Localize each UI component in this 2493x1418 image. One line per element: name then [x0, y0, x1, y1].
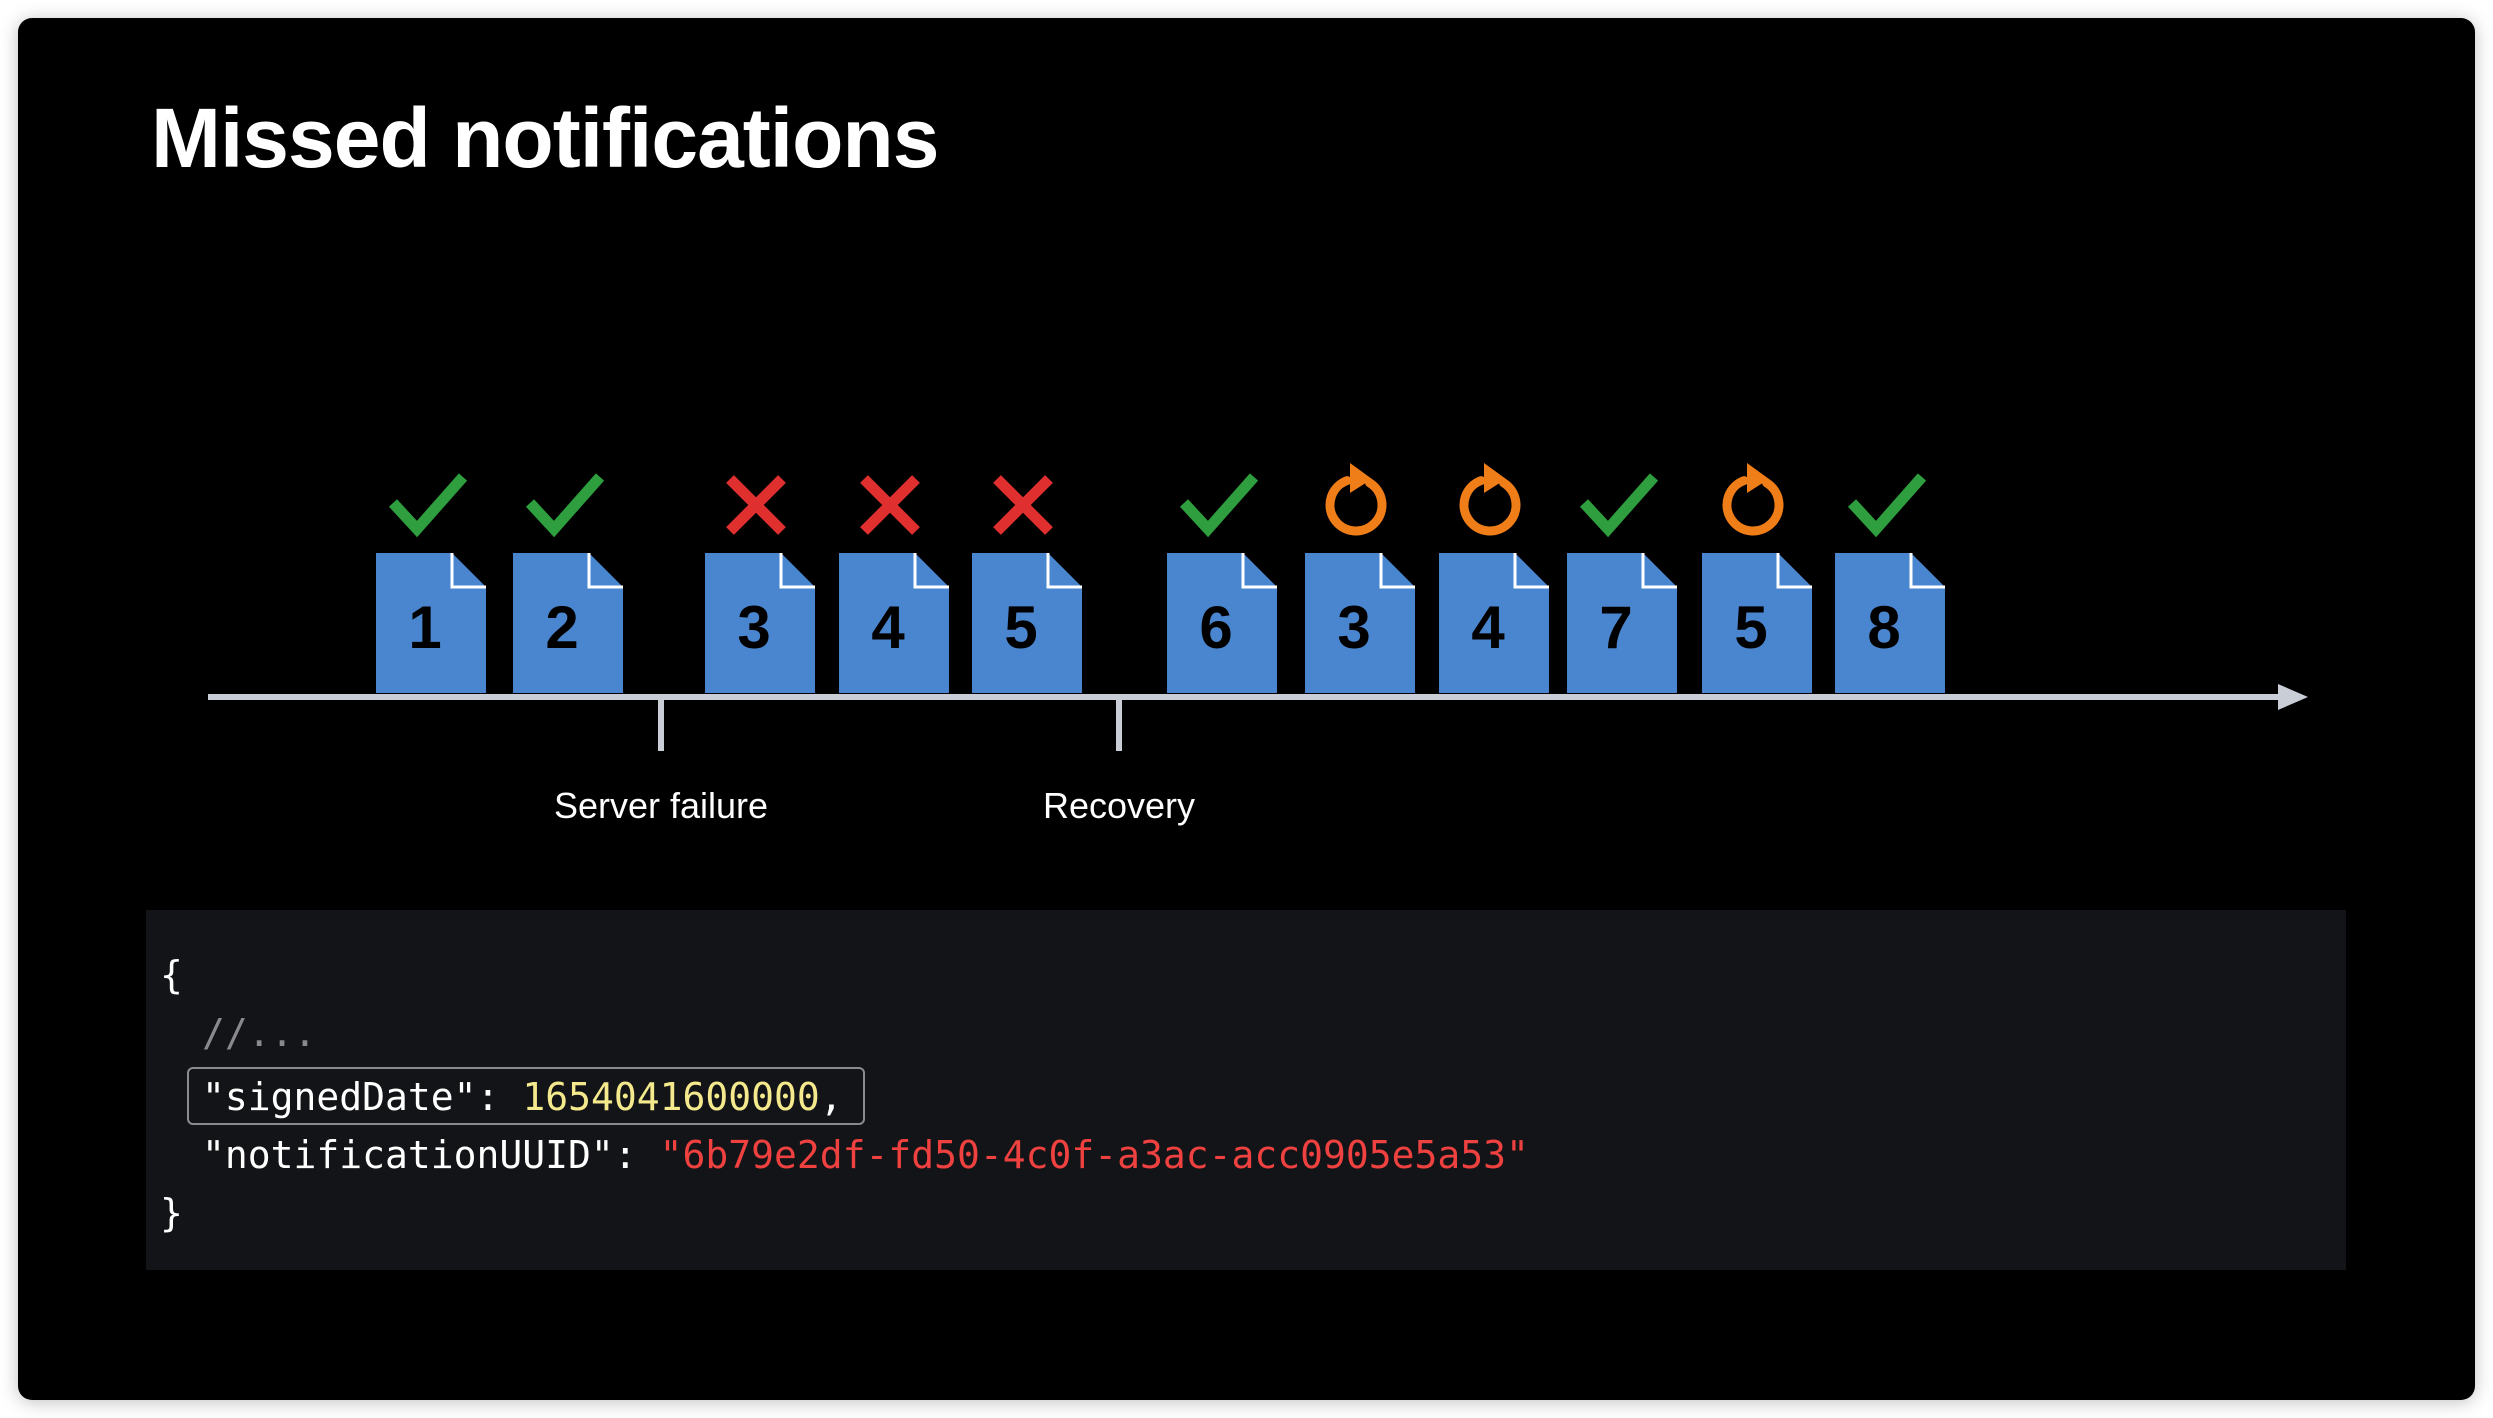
notification-11: 8: [1835, 473, 1945, 693]
document-fold: [1513, 553, 1549, 589]
check-icon: [1847, 473, 1927, 538]
retry-icon: [1325, 463, 1387, 536]
uuid-key: "notificationUUID": [202, 1133, 614, 1177]
uuid-colon: :: [613, 1133, 660, 1177]
notification-number: 3: [1337, 594, 1370, 661]
check-icon: [388, 473, 468, 538]
notification-number: 1: [408, 594, 441, 661]
cross-icon: [993, 475, 1053, 535]
notification-6: 6: [1167, 473, 1277, 693]
code-line-signed-date: "signedDate": 1654041600000,: [202, 1078, 843, 1116]
signed-date-key: "signedDate": [202, 1075, 477, 1119]
document-fold: [1641, 553, 1677, 589]
uuid-value: "6b79e2df-fd50-4c0f-a3ac-acc0905e5a53": [659, 1133, 1529, 1177]
timeline-markers: Server failure Recovery: [554, 697, 1195, 826]
document-fold: [779, 553, 815, 589]
document-fold: [1776, 553, 1812, 589]
code-block: { //... "signedDate": 1654041600000, "no…: [146, 910, 2346, 1270]
retry-icon: [1459, 463, 1521, 536]
signed-date-comma: ,: [819, 1075, 843, 1119]
notification-3: 3: [705, 475, 815, 693]
slide: Missed notifications Server failure Recov…: [18, 18, 2475, 1400]
notification-number: 7: [1599, 594, 1632, 661]
notification-number: 3: [737, 594, 770, 661]
notification-1: 1: [376, 473, 486, 693]
document-fold: [1241, 553, 1277, 589]
check-icon: [525, 473, 605, 538]
slide-title: Missed notifications: [151, 91, 939, 185]
highlight-box: [187, 1067, 865, 1125]
cross-icon: [860, 475, 920, 535]
document-fold: [450, 553, 486, 589]
timeline-diagram: Server failure Recovery 1 2 3 4 5 6 3 4 7 5 8: [208, 463, 2308, 826]
code-open-brace: {: [160, 953, 183, 997]
timeline-events: 1 2 3 4 5 6 3 4 7 5 8: [376, 463, 1945, 693]
notification-number: 5: [1004, 594, 1037, 661]
notification-5: 5: [972, 475, 1082, 693]
notification-2: 2: [513, 473, 623, 693]
notification-number: 4: [871, 594, 905, 661]
notification-number: 5: [1734, 594, 1767, 661]
notification-number: 2: [545, 594, 578, 661]
marker-label: Recovery: [1043, 785, 1195, 826]
notification-9: 7: [1567, 473, 1677, 693]
notification-number: 6: [1199, 594, 1232, 661]
document-fold: [1379, 553, 1415, 589]
notification-10: 5: [1702, 463, 1812, 693]
check-icon: [1179, 473, 1259, 538]
notification-8: 4: [1439, 463, 1549, 693]
document-fold: [1909, 553, 1945, 589]
marker-label: Server failure: [554, 785, 768, 826]
code-close-brace: }: [160, 1191, 183, 1235]
timeline-arrowhead: [2278, 684, 2308, 710]
code-comment: //...: [202, 1011, 317, 1055]
marker-1: Server failure: [554, 697, 768, 826]
document-fold: [1046, 553, 1082, 589]
notification-7: 3: [1305, 463, 1415, 693]
notification-number: 4: [1471, 594, 1505, 661]
document-fold: [913, 553, 949, 589]
check-icon: [1579, 473, 1659, 538]
code-line-notification-uuid: "notificationUUID": "6b79e2df-fd50-4c0f-…: [202, 1136, 1529, 1174]
notification-number: 8: [1867, 594, 1900, 661]
notification-4: 4: [839, 475, 949, 693]
cross-icon: [726, 475, 786, 535]
signed-date-colon: :: [476, 1075, 523, 1119]
signed-date-value: 1654041600000: [522, 1075, 820, 1119]
marker-2: Recovery: [1043, 697, 1195, 826]
timeline-axis: [208, 684, 2308, 710]
document-fold: [587, 553, 623, 589]
retry-icon: [1722, 463, 1784, 536]
